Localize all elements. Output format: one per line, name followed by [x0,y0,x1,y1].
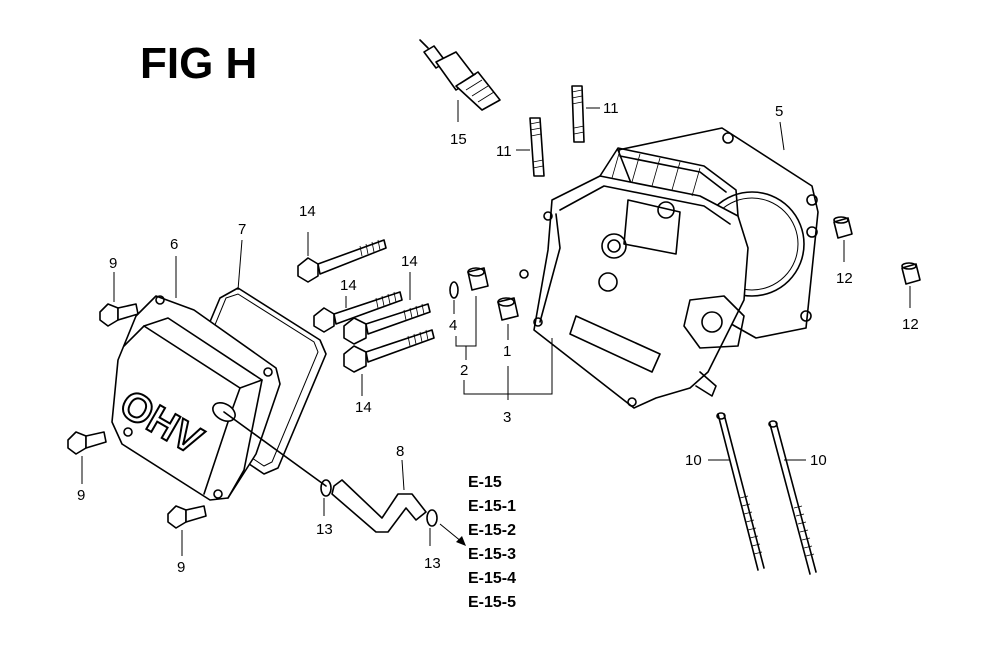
reference-e15-5: E-15-5 [468,594,516,611]
callout-11a: 11 [603,100,619,117]
callout-14d: 14 [355,399,372,416]
dowel-pin-2 [467,267,489,291]
bolt-14c [343,303,431,345]
bolt-14d [343,329,435,373]
callout-10a: 10 [685,452,702,469]
callout-13a: 13 [316,521,333,538]
spark-plug [419,39,501,111]
callout-8: 8 [396,443,404,460]
bolt-14b [313,291,403,333]
callout-4: 4 [449,317,457,334]
reference-e15-3: E-15-3 [468,546,516,563]
callout-14a: 14 [299,203,316,220]
bolt-14a [297,239,387,283]
callout-12b: 12 [902,316,919,333]
push-rod-10b [768,420,817,575]
stud-11a [571,85,585,143]
callout-14c: 14 [401,253,418,270]
bolt-9b [67,431,107,455]
clip-13b [426,509,438,527]
dowel-12b [901,262,921,285]
callout-9a: 9 [109,255,117,272]
reference-e15-2: E-15-2 [468,522,516,539]
callout-11b: 11 [496,143,512,160]
reference-arrow-icon [456,536,466,546]
bolt-9c [167,505,207,529]
callout-1: 1 [503,343,511,360]
callout-6: 6 [170,236,178,253]
o-ring-4 [449,281,459,299]
bolt-9a [99,303,139,327]
callout-2: 2 [460,362,468,379]
callout-12a: 12 [836,270,853,287]
figure-title: FIG H [140,39,257,88]
dowel-12a [833,216,853,239]
stud-11b [529,117,545,177]
reference-e15-1: E-15-1 [468,498,516,515]
breather-tube [223,411,427,533]
reference-e15-4: E-15-4 [468,570,516,587]
callout-15: 15 [450,131,467,148]
cylinder-head [519,147,749,409]
callout-9b: 9 [77,487,85,504]
callout-14b: 14 [340,277,357,294]
callout-7: 7 [238,221,246,238]
callout-9c: 9 [177,559,185,576]
clip-13a [320,479,332,497]
callout-10b: 10 [810,452,827,469]
push-rod-10a [716,412,765,571]
callout-13b: 13 [424,555,441,572]
reference-e15: E-15 [468,474,502,491]
valve-cover: OHV [111,295,281,501]
callout-5: 5 [775,103,783,120]
dowel-pin-1 [497,297,519,321]
callout-3: 3 [503,409,511,426]
